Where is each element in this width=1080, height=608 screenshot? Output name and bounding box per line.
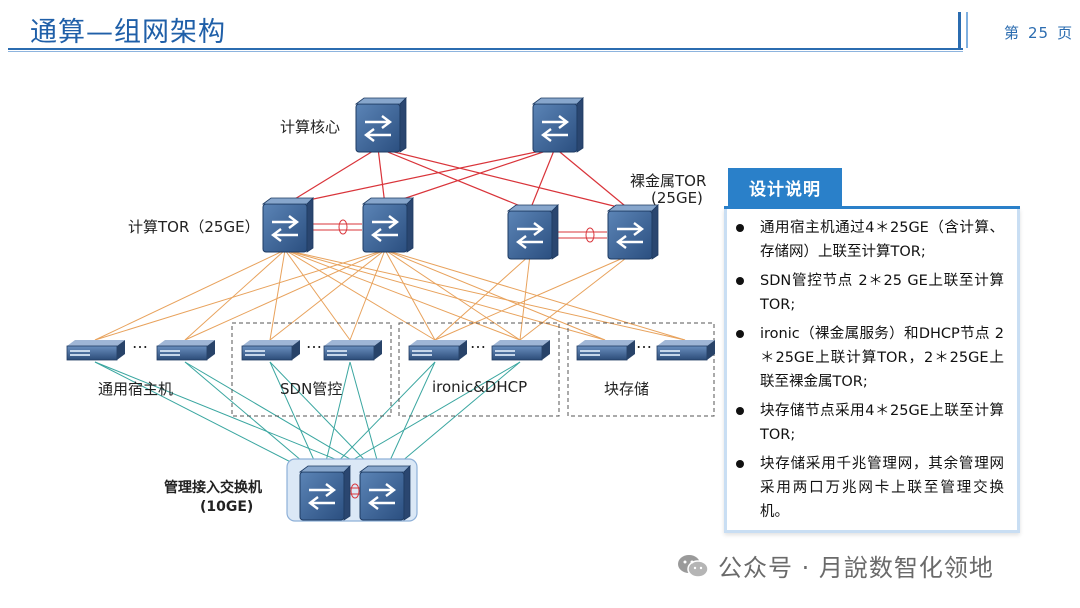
mgmt-speed: (10GE) — [200, 499, 254, 515]
ellipsis: … — [636, 333, 652, 352]
group-boxes — [231, 322, 715, 417]
group-label-general-hosts: 通用宿主机 — [98, 380, 174, 398]
bm-tor-switch-icon — [606, 203, 660, 261]
panel-top-bar — [724, 206, 1020, 209]
group-label-storage: 块存储 — [604, 380, 650, 398]
server-icon — [491, 339, 551, 361]
page-suffix: 页 — [1057, 24, 1074, 42]
server-icon — [576, 339, 636, 361]
bullet-icon — [736, 277, 744, 285]
page-title: 通算—组网架构 — [30, 17, 226, 48]
watermark-text: 公众号 · 月說数智化领地 — [718, 554, 994, 582]
page-number: 第 25 页 — [1000, 22, 1077, 43]
bullet-icon — [736, 460, 744, 468]
group-label-sdn: SDN管控 — [280, 380, 343, 398]
tor-switch-icon — [361, 196, 415, 254]
watermark: 公众号 · 月說数智化领地 — [676, 548, 994, 583]
server-icon — [241, 339, 301, 361]
stack-links — [308, 219, 607, 243]
title-divider-thin — [8, 51, 963, 52]
server-icon — [323, 339, 383, 361]
bullet-text: ironic（裸金属服务）和DHCP节点 2＊25GE上联计算TOR，2＊25G… — [760, 326, 1004, 390]
title-divider — [8, 48, 963, 50]
bullet-text: 块存储采用千兆管理网，其余管理网采用两口万兆网卡上联至管理交换机。 — [760, 456, 1004, 520]
list-item: 通用宿主机通过4＊25GE（含计算、存储网）上联至计算TOR; — [736, 216, 1004, 264]
design-notes-panel — [724, 208, 1020, 533]
ellipsis: … — [470, 333, 486, 352]
header-accent-bar — [958, 12, 961, 48]
core-switch-icon — [531, 96, 585, 154]
list-item: SDN管控节点 2＊25 GE上联至计算TOR; — [736, 269, 1004, 317]
ellipsis: … — [132, 333, 148, 352]
bullet-text: 通用宿主机通过4＊25GE（含计算、存储网）上联至计算TOR; — [760, 220, 1004, 260]
tor-switch-icon — [261, 196, 315, 254]
bm-tor-speed: (25GE) — [651, 189, 703, 207]
core-label: 计算核心 — [280, 118, 341, 136]
mgmt-switch-icon — [298, 464, 352, 522]
panel-heading: 设计说明 — [728, 168, 842, 206]
access-links — [94, 249, 686, 341]
bm-tor-switch-icon — [506, 203, 560, 261]
page-prefix: 第 — [1004, 24, 1021, 42]
tor-label: 计算TOR（25GE） — [128, 218, 260, 236]
list-item: 块存储采用千兆管理网，其余管理网采用两口万兆网卡上联至管理交换机。 — [736, 452, 1004, 524]
bullet-text: SDN管控节点 2＊25 GE上联至计算TOR; — [760, 273, 1004, 313]
core-links — [284, 147, 631, 211]
bm-tor-label: 裸金属TOR — [630, 172, 707, 190]
bullet-icon — [736, 330, 744, 338]
wechat-icon — [678, 554, 709, 578]
ellipsis: … — [306, 333, 322, 352]
server-icon — [156, 339, 216, 361]
bullet-text: 块存储节点采用4＊25GE上联至计算TOR; — [760, 403, 1004, 443]
server-icon — [408, 339, 468, 361]
list-item: 块存储节点采用4＊25GE上联至计算TOR; — [736, 399, 1004, 447]
mgmt-label: 管理接入交换机 — [164, 480, 262, 496]
design-notes-list: 通用宿主机通过4＊25GE（含计算、存储网）上联至计算TOR; SDN管控节点 … — [736, 216, 1004, 529]
list-item: ironic（裸金属服务）和DHCP节点 2＊25GE上联计算TOR，2＊25G… — [736, 322, 1004, 394]
bullet-icon — [736, 224, 744, 232]
mgmt-switch-icon — [358, 464, 412, 522]
header-accent-bar-thin — [966, 12, 968, 48]
page-number-value: 25 — [1028, 24, 1050, 42]
bullet-icon — [736, 407, 744, 415]
server-icon — [66, 339, 126, 361]
server-icon — [656, 339, 716, 361]
group-label-ironic: ironic&DHCP — [432, 378, 528, 396]
core-switch-icon — [354, 96, 408, 154]
